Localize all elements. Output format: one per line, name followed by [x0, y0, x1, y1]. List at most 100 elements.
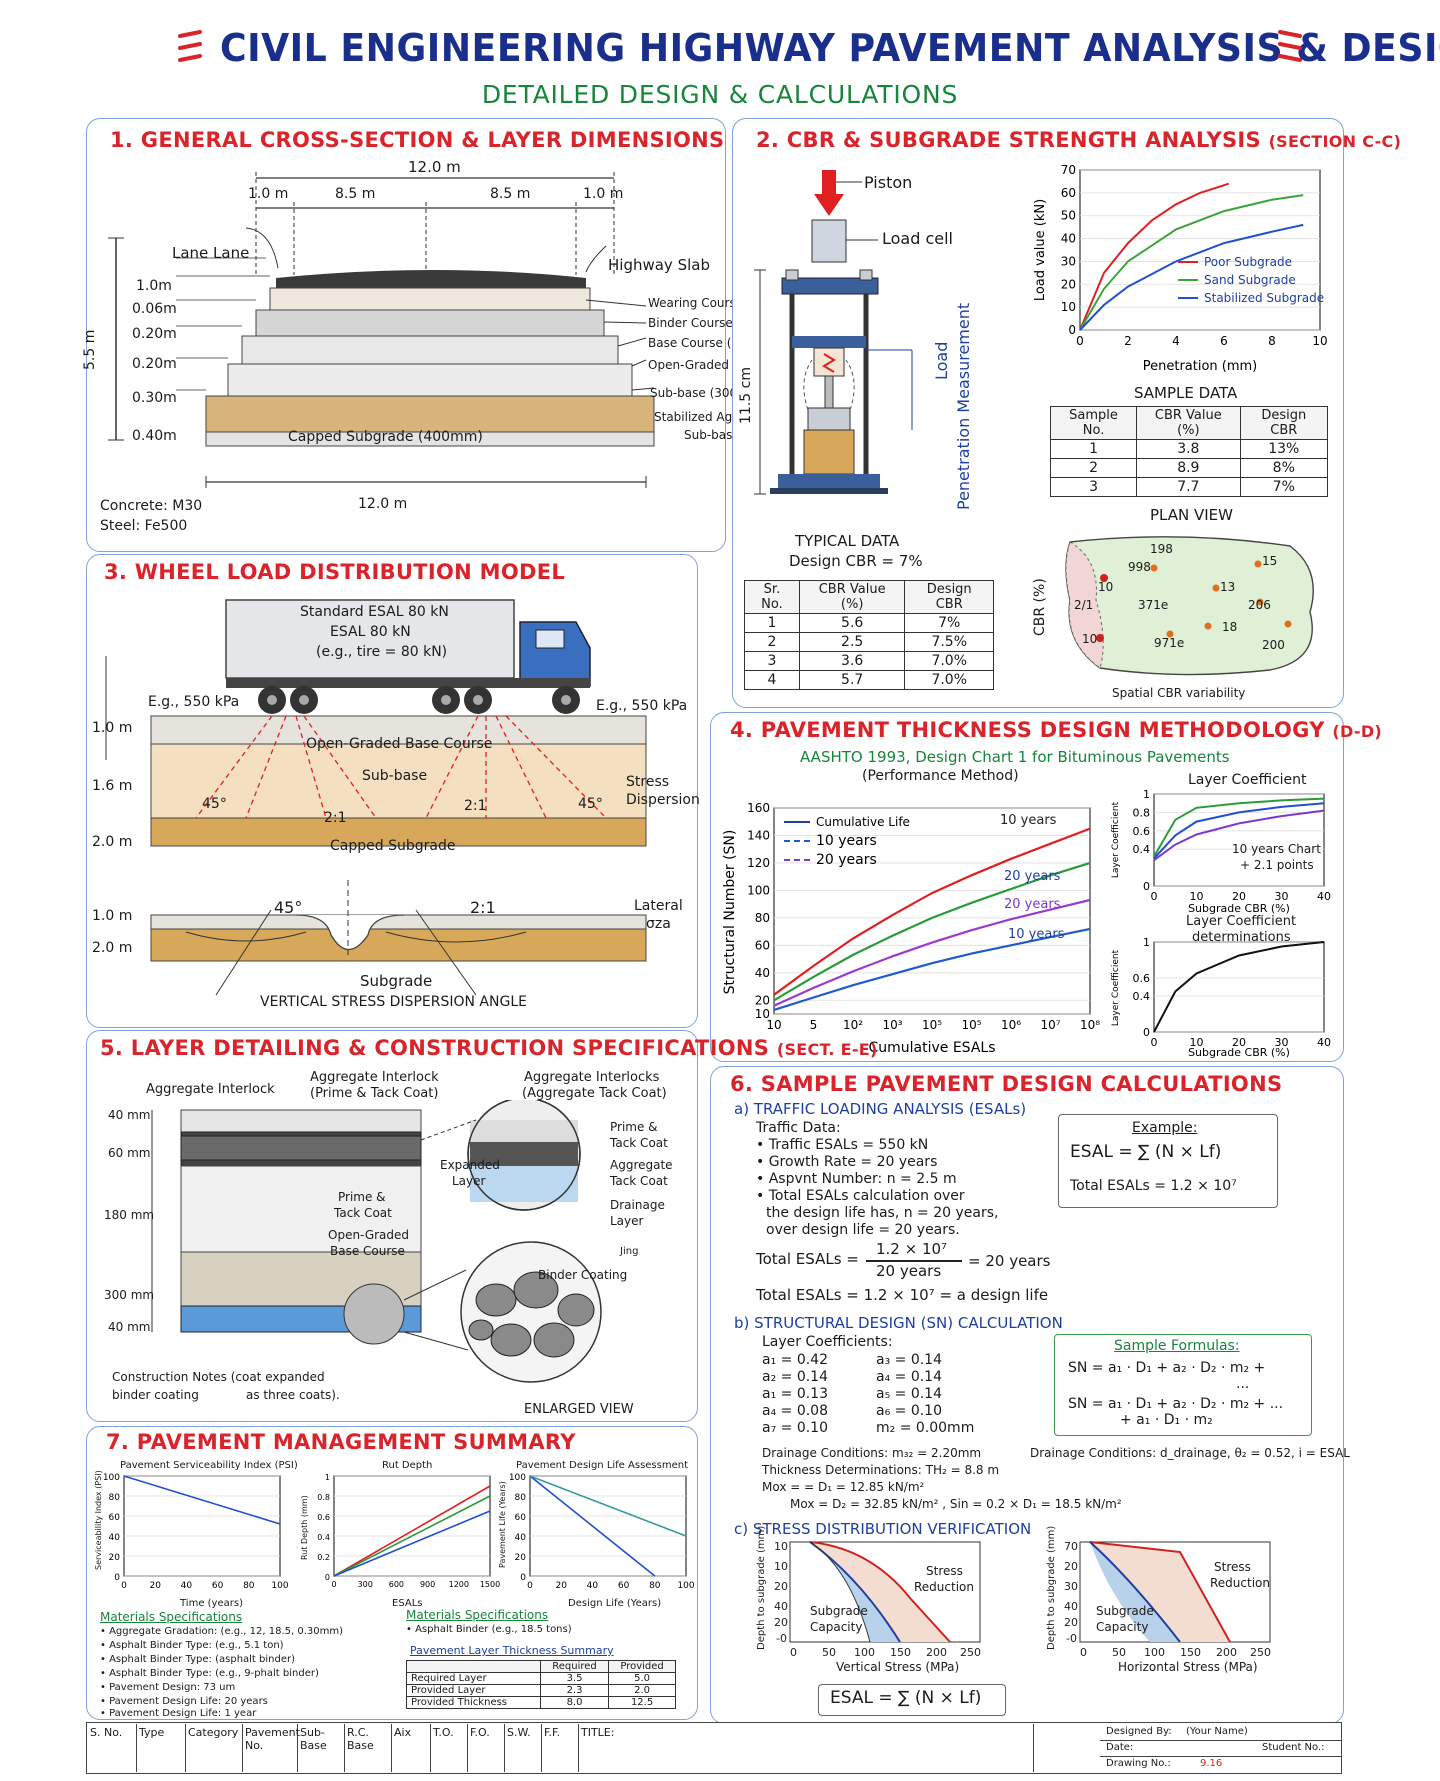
ms-item-2: • Asphalt Binder Type: (asphalt binder)	[100, 1654, 296, 1665]
t2-h2: Design CBR	[1239, 406, 1329, 440]
cell: 7.0%	[904, 670, 994, 690]
tsum-title: Pavement Layer Thickness Summary	[410, 1644, 614, 1657]
sample-data-label: SAMPLE DATA	[1134, 384, 1238, 402]
section-2-title: 2. CBR & SUBGRADE STRENGTH ANALYSIS (SEC…	[756, 128, 1401, 152]
ms-title: Materials Specifications	[100, 1610, 243, 1624]
c2-xlabel: Horizontal Stress (MPa)	[1118, 1660, 1258, 1674]
y-tick-label: 40	[1061, 232, 1076, 246]
plot-area	[123, 1475, 281, 1577]
x-tick-label: 5	[810, 1018, 818, 1032]
section-6-title: 6. SAMPLE PAVEMENT DESIGN CALCULATIONS	[730, 1072, 1283, 1096]
t2-h0: Sample No.	[1049, 406, 1138, 440]
cell: 12.5	[608, 1696, 676, 1709]
x-tick-label: 1200	[449, 1580, 469, 1589]
binder-coating-label: Binder Coating	[538, 1268, 628, 1282]
dim-shoulder-left: 1.0 m	[248, 186, 289, 202]
y-tick-label: 40	[515, 1533, 527, 1543]
dim-lane-right: 8.5 m	[490, 186, 531, 202]
dim-300: 300 mm	[104, 1288, 155, 1302]
load-vertical-label: Load	[932, 341, 951, 380]
depth-d1: 1.0 m	[92, 720, 133, 736]
tb-col: Aix	[392, 1724, 431, 1772]
layer-coefs-label: Layer Coefficients:	[762, 1334, 893, 1350]
cell: 7%	[1239, 477, 1329, 497]
ms-item-6: • Pavement Design Life: 1 year	[100, 1708, 257, 1719]
y-tick-label: 0.4	[1133, 990, 1151, 1003]
expanded-2: Layer	[452, 1174, 486, 1188]
svg-text:250: 250	[960, 1646, 981, 1659]
y-tick-label: 60	[109, 1513, 121, 1523]
cell: 7%	[904, 613, 994, 633]
svg-text:250: 250	[1250, 1646, 1271, 1659]
cell: 8.9	[1136, 458, 1241, 478]
c1-stress-red-1: Stress	[926, 1564, 963, 1578]
tsum-h2: Provided	[608, 1660, 676, 1673]
sample-formulas-box	[1054, 1334, 1312, 1436]
subsection-c-title: c) STRESS DISTRIBUTION VERIFICATION	[734, 1520, 1032, 1538]
x-axis-label: Cumulative ESALs	[868, 1040, 995, 1056]
pressure-right: E.g., 550 kPa	[596, 698, 688, 714]
drawing-no-value: 9.16	[1200, 1758, 1223, 1769]
y-tick-label: 10	[755, 1007, 770, 1021]
series-line	[1079, 194, 1304, 331]
angle-45-left: 45°	[202, 796, 227, 812]
x-tick-label: 10⁵	[961, 1018, 981, 1032]
dim-lane-left: 8.5 m	[335, 186, 376, 202]
capped-label: Capped Subgrade	[330, 838, 456, 854]
x-tick-label: 20	[1232, 1036, 1246, 1049]
dim-top-width: 12.0 m	[408, 158, 461, 176]
plan-pt-4: 2/1	[1074, 598, 1094, 612]
steel-spec: Steel: Fe500	[100, 518, 188, 534]
vsda-label: VERTICAL STRESS DISPERSION ANGLE	[260, 994, 527, 1010]
c2-sub-cap-2: Capacity	[1096, 1620, 1149, 1634]
tsum-h1: Required	[539, 1660, 610, 1673]
depth-d5: 2.0 m	[92, 940, 133, 956]
depth-d3: 2.0 m	[92, 834, 133, 850]
cell: 7.0%	[904, 651, 994, 671]
x-tick-label: 900	[420, 1580, 435, 1589]
y-tick-label: 70	[1061, 163, 1076, 177]
depth-3: 0.20m	[132, 356, 177, 372]
tb-col: F.F.	[542, 1724, 579, 1772]
x-tick-label: 10⁷	[1040, 1018, 1060, 1032]
penetration-label: Penetration Measurement	[954, 302, 973, 510]
y-tick-label: 0	[1068, 323, 1076, 337]
life-ylabel: Pavement Life (Years)	[498, 1481, 507, 1568]
x-tick-label: 80	[649, 1581, 661, 1591]
notes-3: as three coats).	[246, 1388, 340, 1402]
svg-text:50: 50	[822, 1646, 836, 1659]
section-1-title: 1. GENERAL CROSS-SECTION & LAYER DIMENSI…	[110, 128, 725, 152]
section-2-title-sub: (SECTION C-C)	[1268, 132, 1402, 151]
y-tick-label: 80	[109, 1493, 121, 1503]
date-label: Date:	[1106, 1742, 1134, 1753]
y-tick-label: 0	[1143, 880, 1150, 893]
series-line	[773, 827, 1091, 996]
y-axis-label: Structural Number (SN)	[722, 830, 738, 995]
dim-shoulder-right: 1.0 m	[583, 186, 624, 202]
cbr-axis-label: CBR (%)	[1032, 578, 1048, 636]
x-tick-label: 6	[1220, 334, 1228, 348]
section-2-title-text: 2. CBR & SUBGRADE STRENGTH ANALYSIS	[756, 128, 1261, 152]
x-tick-label: 0	[527, 1581, 533, 1591]
coef-right-3: a₆ = 0.10	[876, 1403, 942, 1419]
plot-area	[1153, 793, 1325, 887]
sf-3: + a₁ · D₁ · m₂	[1120, 1412, 1213, 1428]
og-2: Base Course	[330, 1244, 405, 1258]
section-3-title: 3. WHEEL LOAD DISTRIBUTION MODEL	[104, 560, 566, 584]
y-tick-label: 160	[747, 801, 770, 815]
plot-area	[333, 1475, 491, 1577]
t1-h1: CBR Value (%)	[798, 580, 906, 614]
plan-view-map	[1065, 536, 1314, 676]
ratio-21-b: 2:1	[470, 898, 496, 917]
section-4-title-text: 4. PAVEMENT THICKNESS DESIGN METHODOLOGY	[730, 718, 1325, 742]
y-tick-label: 40	[109, 1533, 121, 1543]
y-tick-label: 0	[1143, 1026, 1150, 1039]
